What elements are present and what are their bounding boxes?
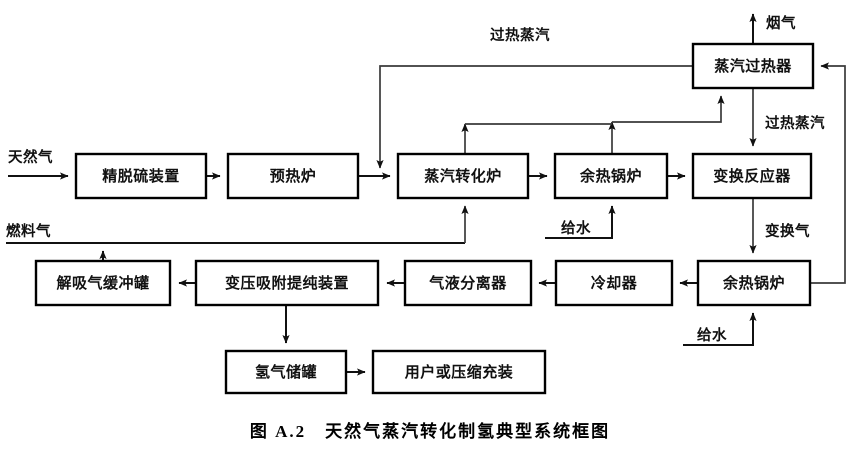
stream-label-feedwater-lower: 给水 [697, 326, 727, 344]
box-label-hydrogen-storage-tank: 氢气储罐 [255, 363, 317, 381]
line-feedwater-to-upper-boiler [545, 205, 616, 239]
box-label-user-or-compression-filling: 用户或压缩充装 [405, 363, 514, 381]
box-waste-heat-boiler-bottom[interactable]: 余热锅炉 [696, 259, 812, 307]
box-label-waste-heat-boiler-top: 余热锅炉 [579, 167, 642, 185]
line-superheated-steam-to-reformer [376, 65, 693, 169]
box-label-preheat-furnace: 预热炉 [270, 167, 317, 185]
box-user-or-compression-filling[interactable]: 用户或压缩充装 [371, 349, 547, 395]
box-shift-reactor[interactable]: 变换反应器 [691, 152, 813, 200]
box-label-gas-liquid-separator: 气液分离器 [428, 274, 507, 292]
box-rect-preheat-furnace [226, 152, 360, 200]
box-steam-reformer[interactable]: 蒸汽转化炉 [396, 152, 530, 200]
box-rect-waste-heat-boiler-top [553, 152, 669, 200]
box-gas-liquid-separator[interactable]: 气液分离器 [403, 259, 533, 307]
stream-label-natural-gas: 天然气 [8, 148, 53, 166]
box-label-waste-heat-boiler-bottom: 余热锅炉 [722, 274, 785, 292]
box-rect-cooler [554, 259, 674, 307]
box-rect-gas-liquid-separator [403, 259, 533, 307]
stream-label-superheated-steam-top: 过热蒸汽 [490, 26, 550, 44]
box-waste-heat-boiler-top[interactable]: 余热锅炉 [553, 152, 669, 200]
stream-label-feedwater-upper: 给水 [561, 219, 591, 237]
stream-label-layer: 天然气 燃料气 烟气 过热蒸汽 过热蒸汽 变换气 给水 给水 [6, 14, 825, 344]
stream-label-flue-gas: 烟气 [766, 14, 796, 32]
box-fine-desulfurization[interactable]: 精脱硫装置 [74, 152, 208, 200]
stream-label-superheated-steam-right: 过热蒸汽 [765, 114, 825, 132]
box-label-desorption-gas-buffer-tank: 解吸气缓冲罐 [56, 274, 149, 292]
box-desorption-gas-buffer-tank[interactable]: 解吸气缓冲罐 [34, 259, 172, 307]
connection-layer [6, 13, 846, 376]
line-lower-boiler-steam-return [810, 62, 846, 284]
figure-caption: 图 A.2 天然气蒸汽转化制氢典型系统框图 [250, 421, 610, 441]
box-rect-fine-desulfurization [74, 152, 208, 200]
box-rect-waste-heat-boiler-bottom [696, 259, 812, 307]
box-rect-steam-reformer [396, 152, 530, 200]
box-rect-user-or-compression-filling [371, 349, 547, 395]
box-psa-purification-unit[interactable]: 变压吸附提纯装置 [194, 259, 380, 307]
box-label-steam-reformer: 蒸汽转化炉 [424, 167, 502, 185]
box-rect-desorption-gas-buffer-tank [34, 259, 172, 307]
box-label-cooler: 冷却器 [591, 274, 638, 292]
line-feedwater-to-lower-boiler [683, 312, 757, 346]
box-steam-superheater[interactable]: 蒸汽过热器 [691, 42, 815, 90]
box-rect-psa-purification-unit [194, 259, 380, 307]
line-steam-header-to-superheater [612, 95, 725, 123]
box-rect-shift-reactor [691, 152, 813, 200]
box-hydrogen-storage-tank[interactable]: 氢气储罐 [224, 349, 348, 395]
box-label-psa-purification-unit: 变压吸附提纯装置 [225, 274, 349, 292]
box-cooler[interactable]: 冷却器 [554, 259, 674, 307]
stream-label-fuel-gas: 燃料气 [6, 222, 51, 240]
box-preheat-furnace[interactable]: 预热炉 [226, 152, 360, 200]
box-label-shift-reactor: 变换反应器 [713, 167, 791, 185]
box-rect-steam-superheater [691, 42, 815, 90]
stream-label-shift-gas: 变换气 [765, 222, 810, 240]
box-label-fine-desulfurization: 精脱硫装置 [102, 167, 180, 185]
box-label-steam-superheater: 蒸汽过热器 [714, 57, 792, 75]
box-rect-hydrogen-storage-tank [224, 349, 348, 395]
